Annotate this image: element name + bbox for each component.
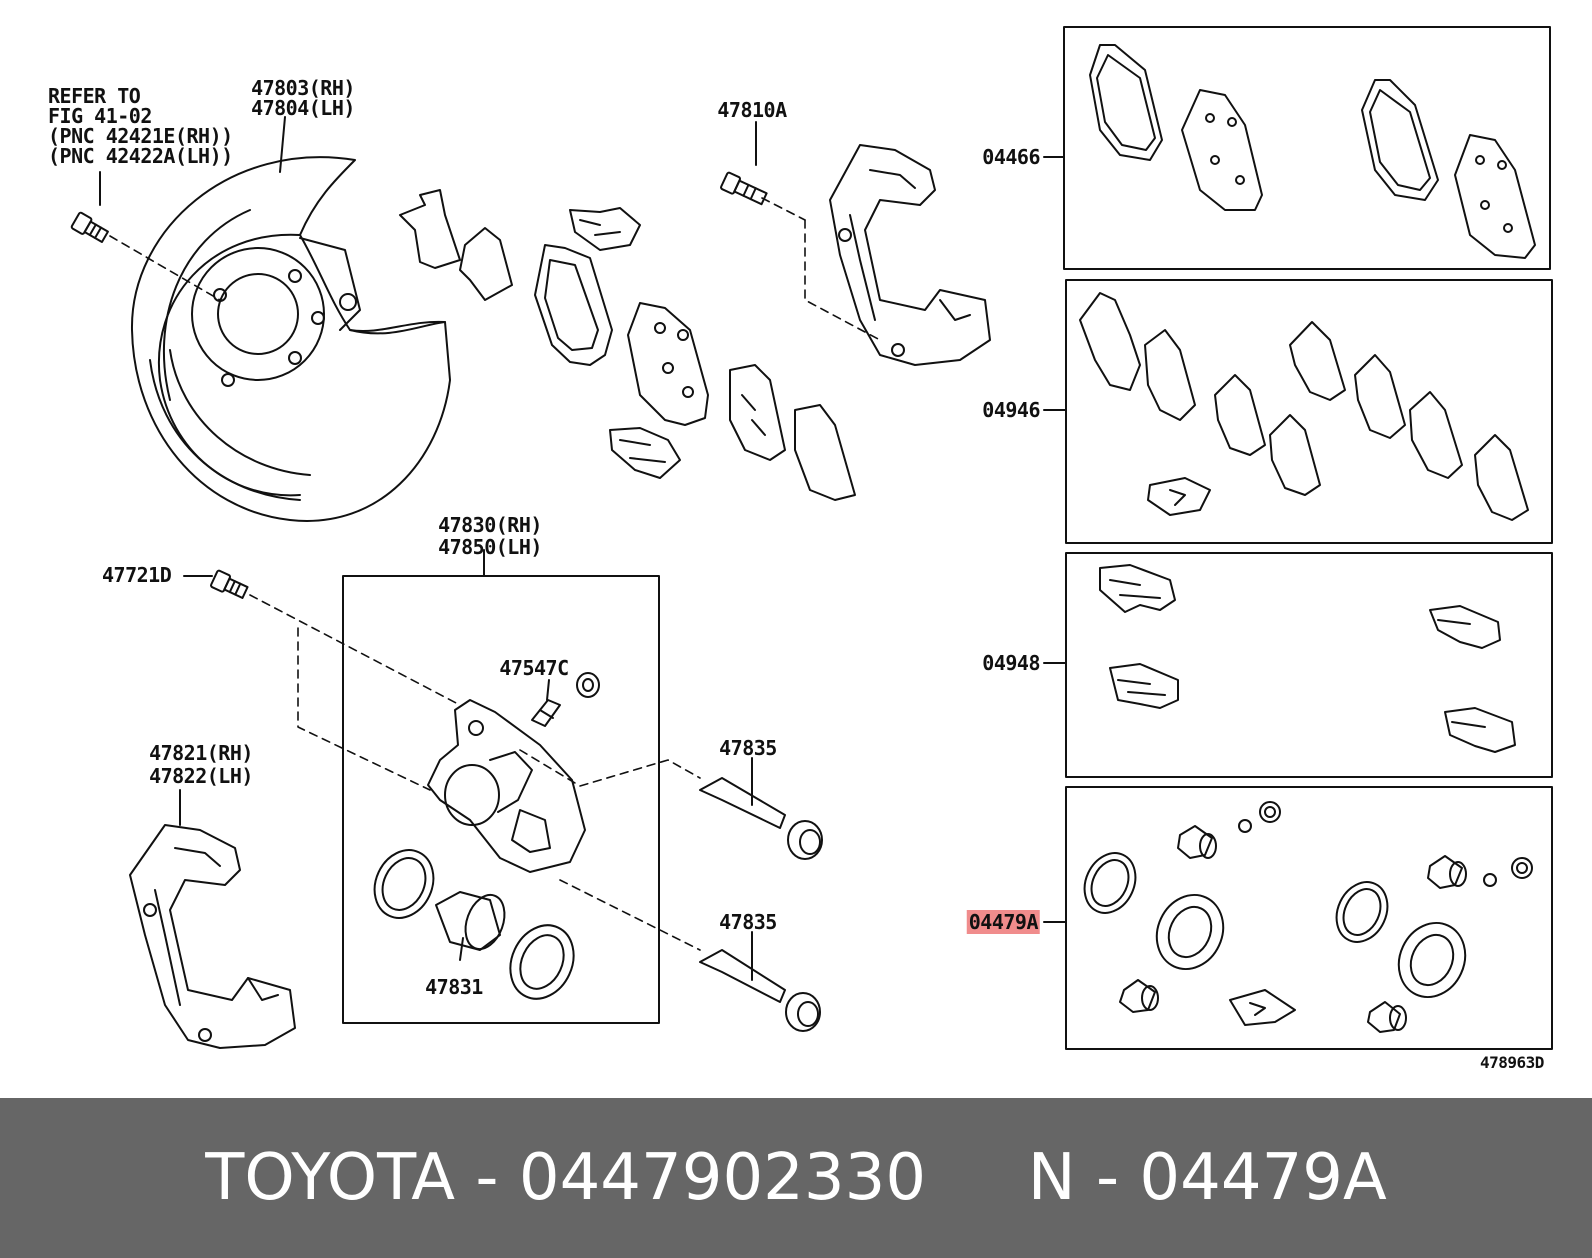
kit-04479a-parts <box>1083 801 1533 1033</box>
caliper-body <box>427 699 586 873</box>
part-label-47830: 47830(RH) <box>438 513 542 537</box>
part-label-47547c: 47547C <box>499 656 569 680</box>
kit-box-04948 <box>1065 552 1553 778</box>
dashed-lines <box>109 197 881 951</box>
kit-box-04946 <box>1065 279 1553 544</box>
bleeder-screw <box>531 672 600 727</box>
part-label-47850: 47850(LH) <box>438 535 542 559</box>
caption-bar: TOYOTA - 0447902330 N - 04479A <box>0 1098 1592 1258</box>
part-label-04466: 04466 <box>982 145 1040 169</box>
bolt-47810a <box>720 171 768 206</box>
piston <box>435 891 506 951</box>
diagram-artwork <box>70 26 1553 1050</box>
part-label-04948: 04948 <box>982 651 1040 675</box>
part-label-47810a: 47810A <box>717 98 787 122</box>
part-label-47835-upper: 47835 <box>719 736 777 760</box>
part-label-47803: 47803(RH) <box>251 76 355 100</box>
slide-pin-upper <box>699 777 823 860</box>
part-label-04946: 04946 <box>982 398 1040 422</box>
kit-04466-pads <box>1089 44 1536 259</box>
slide-pin-lower <box>699 949 821 1032</box>
fig-label: FIG 41-02 <box>48 104 152 128</box>
pnc-lh-label: (PNC 42422A(LH)) <box>48 144 233 168</box>
brake-pads-main <box>534 244 709 426</box>
refer-to-label: REFER TO <box>48 84 141 108</box>
part-label-47821: 47821(RH) <box>149 741 253 765</box>
kit-04946-shims <box>1079 292 1529 521</box>
leader-lines <box>99 116 1067 981</box>
caption-text: TOYOTA - 0447902330 N - 04479A <box>205 1141 1387 1215</box>
parts-diagram: REFER TO FIG 41-02 (PNC 42421E(RH)) (PNC… <box>48 26 1553 1072</box>
caliper-assembly-box <box>342 575 660 1024</box>
pnc-rh-label: (PNC 42421E(RH)) <box>48 124 233 148</box>
kit-box-04479a <box>1065 786 1553 1050</box>
bolt-47721d <box>210 569 249 599</box>
caliper-bracket-lower <box>129 824 296 1049</box>
part-label-47721d: 47721D <box>102 563 172 587</box>
dust-shield <box>130 156 451 522</box>
kit-box-04466 <box>1063 26 1551 270</box>
kit-04948-clips <box>1099 564 1516 753</box>
pad-shims-upper <box>399 189 681 479</box>
anti-squeal-shims <box>729 364 856 501</box>
part-label-47831: 47831 <box>425 975 483 999</box>
part-label-47835-lower: 47835 <box>719 910 777 934</box>
bolt-shield <box>70 211 109 243</box>
part-label-47822: 47822(LH) <box>149 764 253 788</box>
piston-seal <box>373 849 435 919</box>
part-label-04479a-highlighted: 04479A <box>966 910 1040 934</box>
figure-code: 478963D <box>1480 1053 1544 1072</box>
part-label-47804: 47804(LH) <box>251 96 355 120</box>
caliper-bracket-upper <box>829 144 991 366</box>
piston-boot <box>509 924 575 1000</box>
